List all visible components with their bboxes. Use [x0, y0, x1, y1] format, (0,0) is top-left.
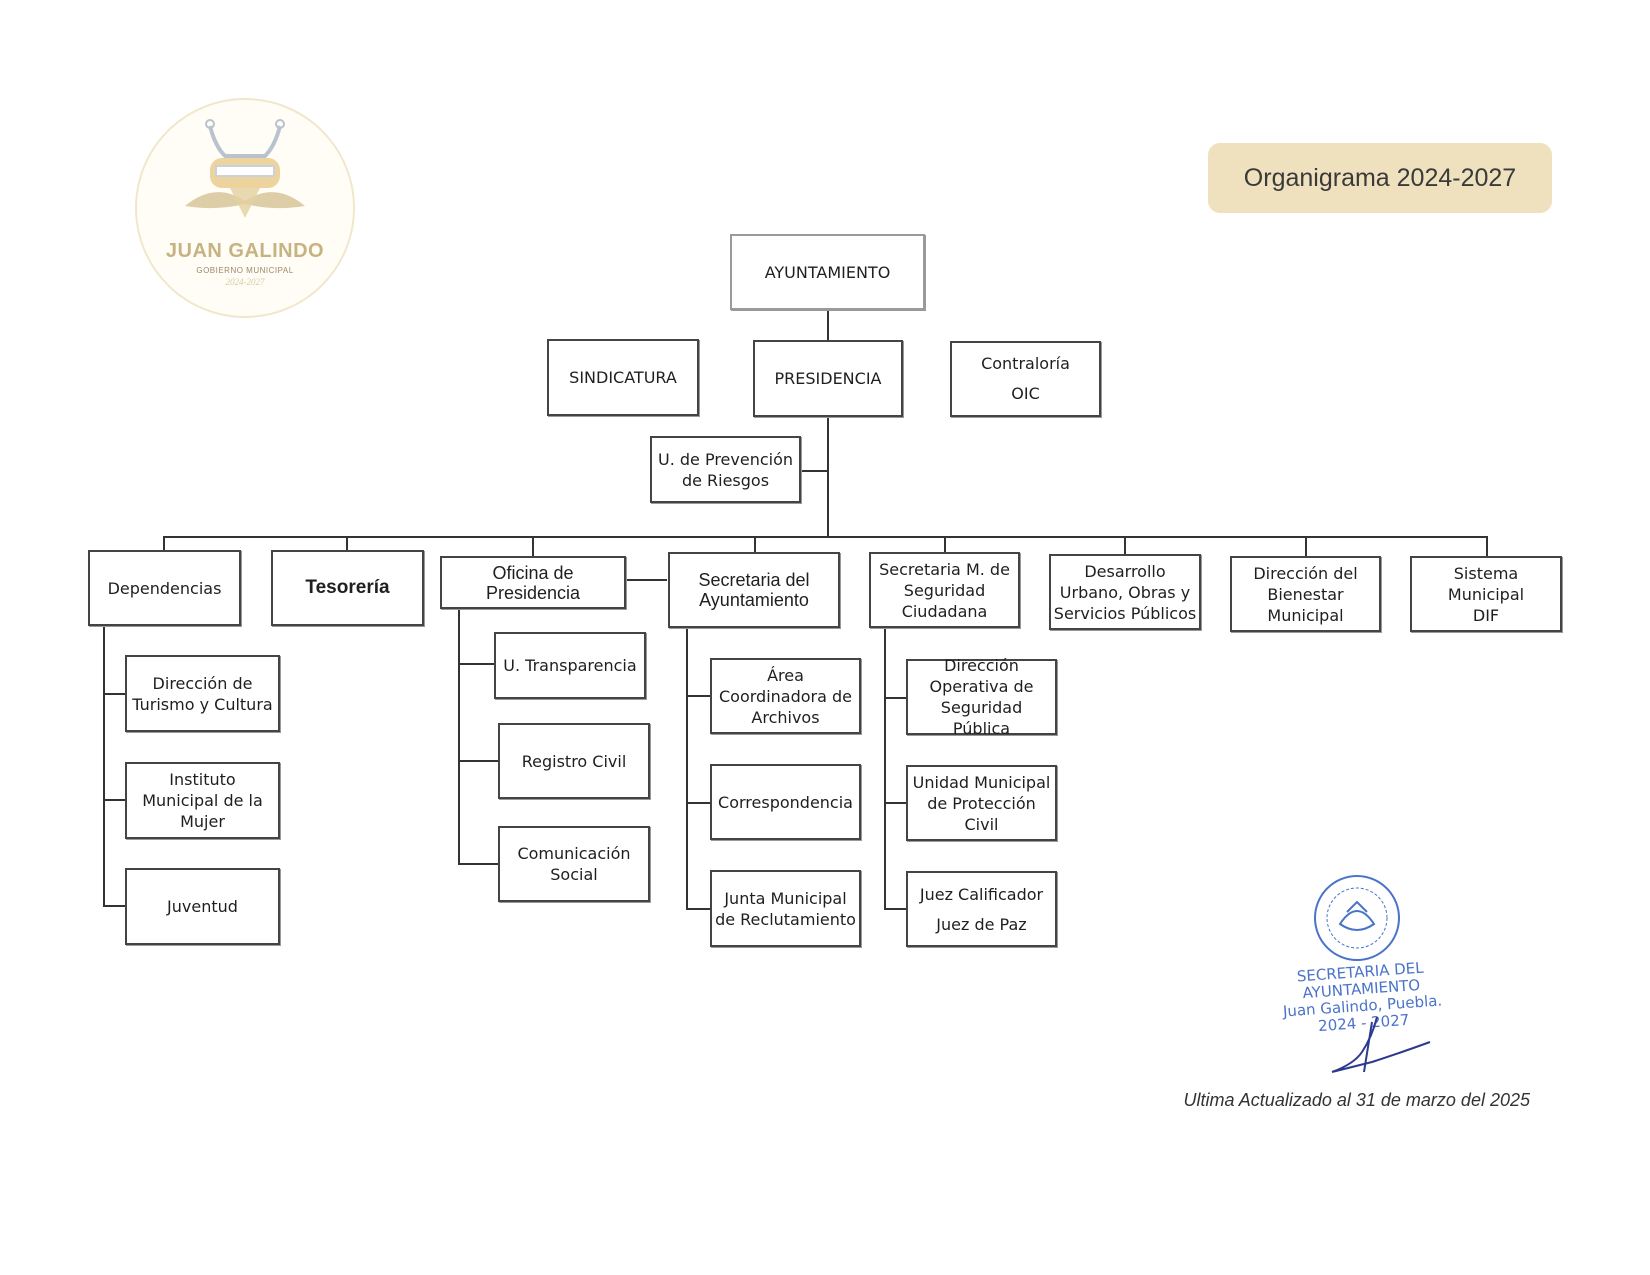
node-junta-reclutamiento: Junta Municipal de Reclutamiento — [710, 870, 861, 947]
node-sindicatura: SINDICATURA — [547, 339, 699, 416]
node-prevencion-riesgos: U. de Prevención de Riesgos — [650, 436, 801, 503]
official-stamp: SECRETARIA DEL AYUNTAMIENTO Juan Galindo… — [1262, 872, 1462, 1082]
signature-icon — [1331, 1017, 1431, 1073]
node-bienestar: Dirección del Bienestar Municipal — [1230, 556, 1381, 632]
node-dif: Sistema Municipal DIF — [1410, 556, 1562, 632]
node-presidencia: PRESIDENCIA — [753, 340, 903, 417]
connector-line — [532, 536, 534, 556]
node-juventud: Juventud — [125, 868, 280, 945]
municipal-logo: JUAN GALINDO GOBIERNO MUNICIPAL 2024-202… — [135, 98, 355, 318]
connector-line — [103, 799, 127, 801]
connector-line — [1486, 536, 1488, 556]
connector-line — [754, 536, 756, 552]
node-area-archivos: Área Coordinadora de Archivos — [710, 658, 861, 734]
node-transparencia: U. Transparencia — [494, 632, 646, 699]
node-turismo-cultura: Dirección de Turismo y Cultura — [125, 655, 280, 732]
node-comunicacion-social: Comunicación Social — [498, 826, 650, 902]
connector-line — [458, 760, 498, 762]
connector-line — [686, 695, 712, 697]
connector-line — [458, 608, 460, 864]
node-secretaria-ayuntamiento: Secretaria del Ayuntamiento — [668, 552, 840, 628]
node-registro-civil: Registro Civil — [498, 723, 650, 799]
node-contraloria: Contraloría OIC — [950, 341, 1101, 417]
logo-name: JUAN GALINDO — [165, 240, 325, 262]
connector-line — [884, 697, 906, 699]
connector-line — [944, 536, 946, 552]
logo-subtitle: GOBIERNO MUNICIPAL — [196, 266, 294, 275]
last-updated-note: Ultima Actualizado al 31 de marzo del 20… — [1183, 1090, 1530, 1110]
connector-line — [884, 908, 906, 910]
logo-years: 2024-2027 — [225, 277, 265, 287]
node-tesoreria: Tesorería — [271, 550, 424, 626]
connector-line — [827, 310, 829, 340]
connector-line — [686, 802, 712, 804]
connector-line — [163, 536, 1487, 538]
connector-line — [884, 627, 886, 910]
connector-line — [103, 905, 127, 907]
node-desarrollo-urbano: Desarrollo Urbano, Obras y Servicios Púb… — [1049, 554, 1201, 630]
connector-line — [163, 536, 165, 550]
connector-line — [1124, 536, 1126, 554]
connector-line — [686, 908, 712, 910]
node-ayuntamiento: AYUNTAMIENTO — [730, 234, 925, 310]
node-proteccion-civil: Unidad Municipal de Protección Civil — [906, 765, 1057, 841]
seal-icon — [1314, 875, 1400, 961]
connector-line — [458, 663, 494, 665]
node-instituto-mujer: Instituto Municipal de la Mujer — [125, 762, 280, 839]
logo-emblem-icon — [185, 119, 305, 218]
node-juez-calificador: Juez Calificador Juez de Paz — [906, 871, 1057, 947]
connector-line — [458, 863, 498, 865]
connector-line — [103, 693, 127, 695]
connector-line — [884, 802, 906, 804]
connector-line — [346, 536, 348, 550]
node-oficina-presidencia: Oficina de Presidencia — [440, 556, 626, 609]
node-correspondencia: Correspondencia — [710, 764, 861, 840]
connector-line — [827, 417, 829, 537]
node-dependencias: Dependencias — [88, 550, 241, 626]
page-title: Organigrama 2024-2027 — [1208, 143, 1552, 213]
connector-line — [103, 625, 105, 907]
node-seguridad-publica: Dirección Operativa de Seguridad Pública — [906, 656, 1057, 738]
connector-line — [800, 470, 828, 472]
connector-line — [1305, 536, 1307, 556]
node-seguridad-ciudadana: Secretaria M. de Seguridad Ciudadana — [869, 552, 1020, 628]
connector-line — [627, 579, 667, 581]
connector-line — [686, 627, 688, 910]
